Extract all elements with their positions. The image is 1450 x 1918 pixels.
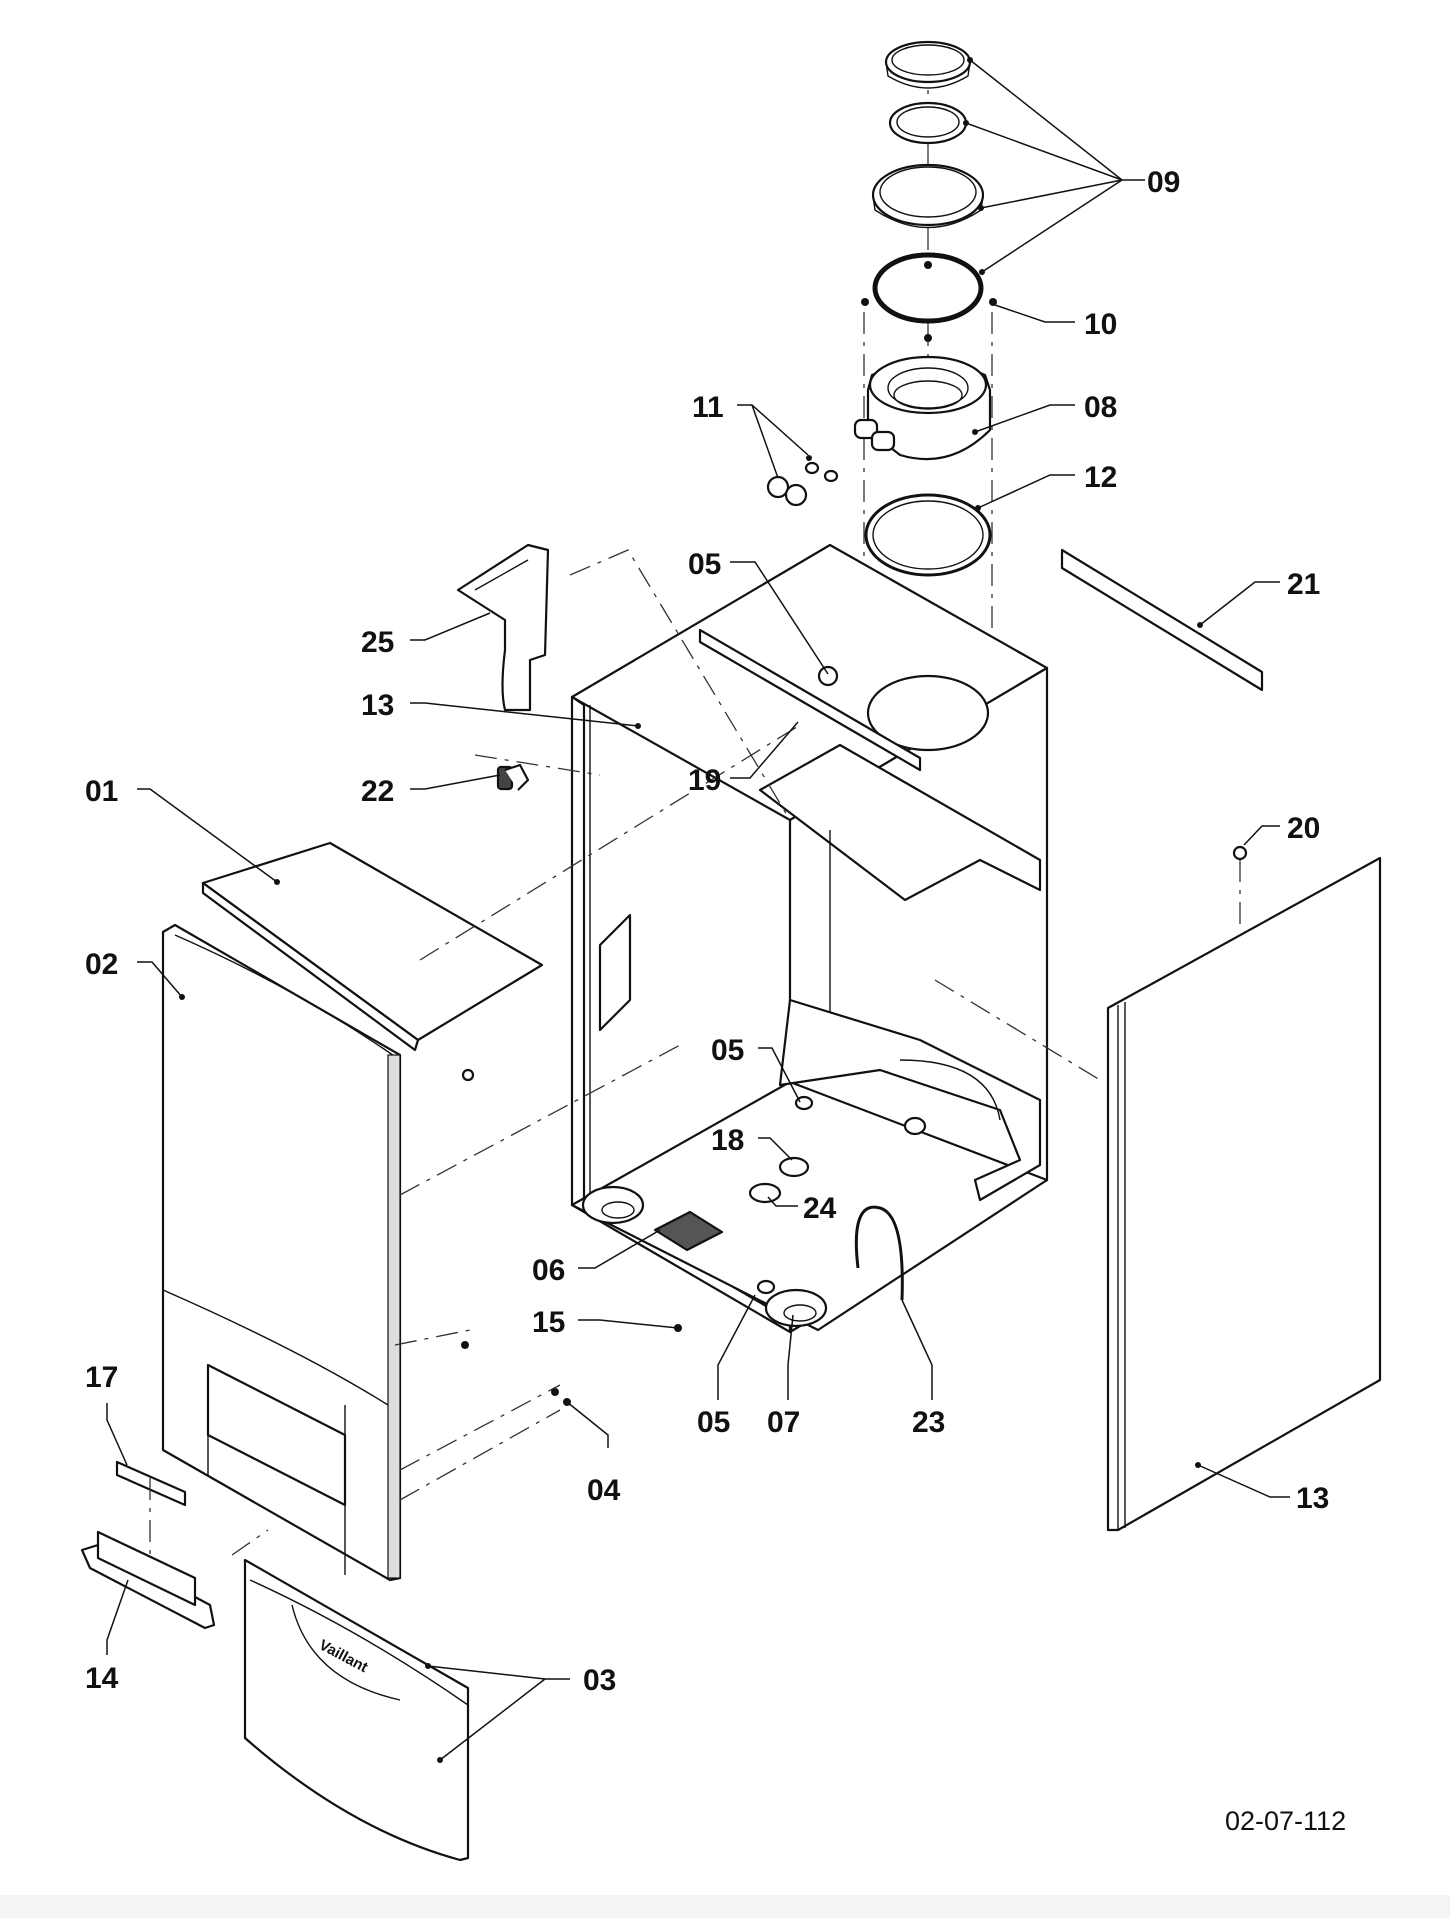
lower-door: Vaillant: [243, 1558, 470, 1862]
callout-09: 09: [1147, 166, 1180, 199]
callout-25: 25: [361, 626, 394, 659]
right-side-panel: [1106, 845, 1382, 1532]
front-casing: [161, 923, 402, 1582]
flue-gasket: [864, 493, 992, 577]
test-point-caps: [766, 455, 839, 507]
flue-adaptor: [853, 355, 992, 461]
leader-lines: [106, 59, 1290, 1761]
callout-03: 03: [583, 1664, 616, 1697]
callout-13-left: 13: [361, 689, 394, 722]
callout-14: 14: [85, 1662, 119, 1695]
callout-01: 01: [85, 775, 118, 808]
callout-21: 21: [1287, 568, 1320, 601]
assembly-lines: [149, 549, 1101, 1556]
callout-labels: 09 10 08 12 11 05 19 21 20 25 13 22 01 0…: [85, 166, 1346, 1836]
callout-23: 23: [912, 1406, 945, 1439]
callout-11: 11: [692, 391, 724, 424]
callout-12: 12: [1084, 461, 1117, 494]
callout-10: 10: [1084, 308, 1117, 341]
callout-24: 24: [803, 1192, 837, 1225]
clip-strip: [115, 1460, 187, 1507]
callout-08: 08: [1084, 391, 1117, 424]
callout-05-mid: 05: [711, 1034, 744, 1067]
wall-bracket: [1060, 548, 1264, 692]
callout-04: 04: [587, 1474, 621, 1507]
boiler-chassis: [570, 543, 1049, 1334]
callout-02: 02: [85, 948, 118, 981]
air-duct: [456, 543, 550, 712]
callout-20: 20: [1287, 812, 1320, 845]
callout-22: 22: [361, 775, 394, 808]
callout-06: 06: [532, 1254, 565, 1287]
clip-part: [496, 763, 530, 791]
page-bottom-band: [0, 1895, 1450, 1918]
callout-18: 18: [711, 1124, 744, 1157]
leader-anchor-dots: [179, 57, 1203, 1763]
callout-17: 17: [85, 1361, 118, 1394]
callout-07: 07: [767, 1406, 800, 1439]
callout-05-top: 05: [688, 548, 721, 581]
callout-19: 19: [688, 764, 721, 797]
bottom-bracket: [80, 1530, 216, 1630]
top-cover: [201, 841, 544, 1082]
callout-13-right: 13: [1296, 1482, 1329, 1515]
drawing-reference-code: 02-07-112: [1225, 1806, 1346, 1836]
callout-15: 15: [532, 1306, 565, 1339]
callout-05-bottom: 05: [697, 1406, 730, 1439]
